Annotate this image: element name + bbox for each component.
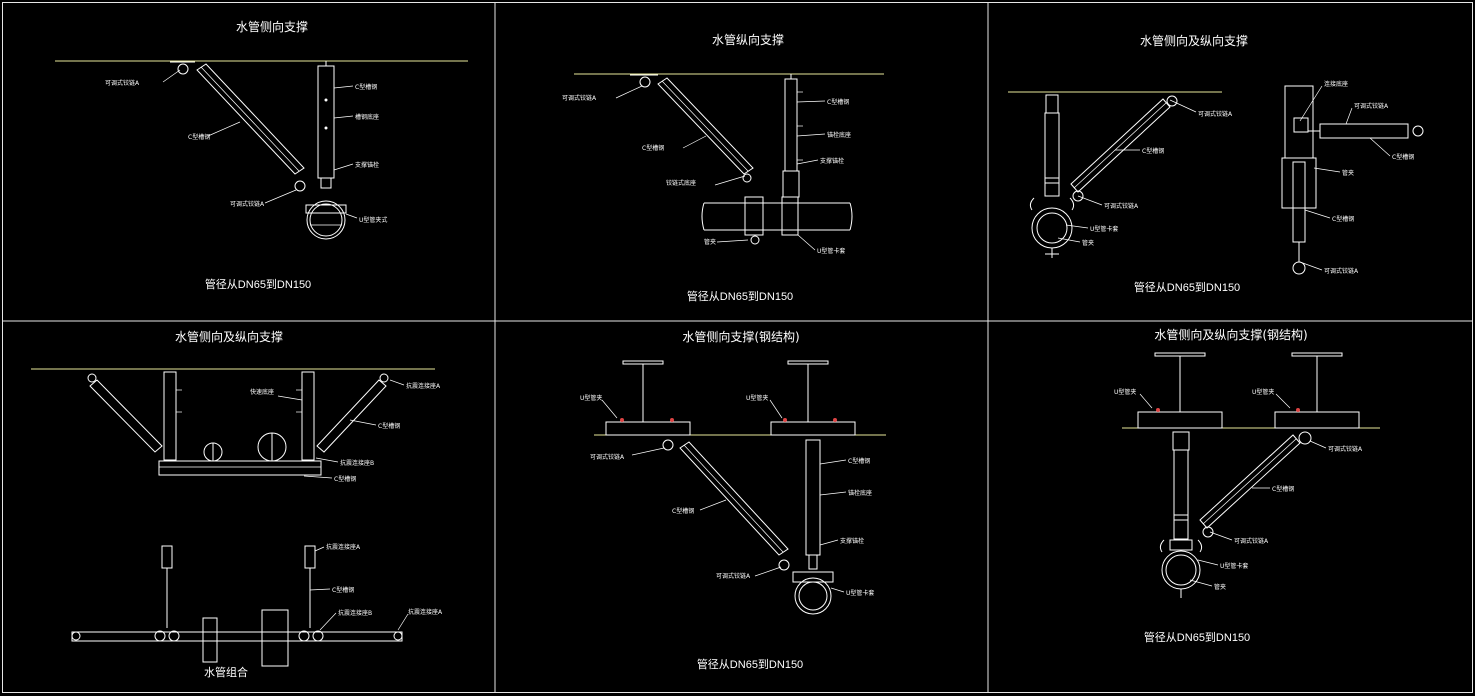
panel-1-label: C型槽钢 [188, 133, 210, 141]
panel-4-label: 抗震连接座B [340, 459, 374, 467]
panel-4-title: 水管侧向及纵向支撑 [175, 329, 283, 344]
panel-3-label: C型槽钢 [1392, 153, 1414, 161]
panel-3-label: 可调式铰链A [1104, 202, 1139, 210]
panel-5-label: 锚栓底座 [848, 489, 872, 497]
panel-2-label: 锚栓底座 [827, 131, 851, 139]
panel-1-label: 槽钢底座 [355, 113, 379, 121]
panel-5-caption: 管径从DN65到DN150 [697, 657, 803, 671]
panel-2-caption: 管径从DN65到DN150 [687, 289, 793, 303]
panel-3-label: 连接底座 [1324, 80, 1348, 88]
panel-6-label: 管夹 [1214, 583, 1226, 591]
panel-4-label: 抗震连接座A [326, 543, 361, 551]
panel-5-label: U型管夹 [580, 394, 602, 402]
panel-3-label: U型管卡套 [1090, 225, 1118, 233]
panel-6-label: C型槽钢 [1272, 485, 1294, 493]
panel-2-title: 水管纵向支撑 [712, 32, 784, 47]
panel-4-label: C型槽钢 [332, 586, 354, 594]
panel-1-label: U型管夹式 [359, 216, 387, 224]
panel-3-title: 水管侧向及纵向支撑 [1140, 33, 1248, 48]
panel-2: 水管纵向支撑 可调式铰链A C型 [562, 32, 884, 303]
panel-3-label: C型槽钢 [1142, 147, 1164, 155]
panel-2-label: C型槽钢 [642, 144, 664, 152]
panel-3-label: 可调式铰链A [1198, 110, 1233, 118]
panel-1-label: C型槽钢 [355, 83, 377, 91]
panel-2-label: 铰链式底座 [666, 179, 696, 187]
panel-1-label: 可调式铰链A [105, 79, 140, 87]
panel-5: 水管侧向支撑(钢结构) [580, 329, 886, 671]
panel-5-label: C型槽钢 [672, 507, 694, 515]
panel-3-label: 可调式铰链A [1324, 267, 1359, 275]
panel-1-label: 可调式铰链A [230, 200, 265, 208]
panel-4: 水管侧向及纵向支撑 快速底座 抗震连接座A C型槽钢 抗震 [31, 329, 443, 679]
panel-6-label: U型管夹 [1252, 388, 1274, 396]
panel-2-label: 可调式铰链A [562, 94, 597, 102]
panel-5-label: U型管卡套 [846, 589, 874, 597]
panel-3-label: 管夹 [1082, 239, 1094, 247]
panel-4-label: 抗震连接座B [338, 609, 372, 617]
panel-1-title: 水管侧向支撑 [236, 19, 308, 34]
panel-3-label: 管夹 [1342, 169, 1354, 177]
panel-6: 水管侧向及纵向支撑(钢结构) U型 [1114, 327, 1380, 644]
panel-4-label: 抗震连接座A [406, 382, 441, 390]
panel-2-label: U型管卡套 [817, 247, 845, 255]
panel-4-label: 快速底座 [250, 388, 274, 396]
panel-4-label: C型槽钢 [378, 422, 400, 430]
panel-5-title: 水管侧向支撑(钢结构) [682, 329, 799, 344]
panel-2-label: C型槽钢 [827, 98, 849, 106]
panel-4-label: 抗震连接座A [408, 608, 443, 616]
panel-3-caption: 管径从DN65到DN150 [1134, 280, 1240, 294]
panel-5-label: C型槽钢 [848, 457, 870, 465]
panel-6-caption: 管径从DN65到DN150 [1144, 630, 1250, 644]
panel-5-label: U型管夹 [746, 394, 768, 402]
panel-1-label: 支撑锚栓 [355, 161, 379, 169]
panel-3-label: C型槽钢 [1332, 215, 1354, 223]
panel-6-label: U型管卡套 [1220, 562, 1248, 570]
panel-6-title: 水管侧向及纵向支撑(钢结构) [1154, 327, 1307, 342]
panel-5-label: 可调式铰链A [716, 572, 751, 580]
panel-5-label: 可调式铰链A [590, 453, 625, 461]
panel-4-label: C型槽钢 [334, 475, 356, 483]
panel-6-label: 可调式铰链A [1234, 537, 1269, 545]
panel-1-caption: 管径从DN65到DN150 [205, 277, 311, 291]
panel-2-label: 支撑锚栓 [820, 157, 844, 165]
panel-3: 水管侧向及纵向支撑 [1008, 33, 1424, 294]
panel-6-label: U型管夹 [1114, 388, 1136, 396]
panel-4-caption: 水管组合 [204, 665, 248, 679]
panel-3-label: 可调式铰链A [1354, 102, 1389, 110]
panel-5-label: 支撑锚栓 [840, 537, 864, 545]
panel-1: 水管侧向支撑 可调式铰链A C型槽钢 C型槽钢 [55, 19, 468, 291]
panel-6-label: 可调式铰链A [1328, 445, 1363, 453]
panel-2-label: 管夹 [704, 238, 716, 246]
